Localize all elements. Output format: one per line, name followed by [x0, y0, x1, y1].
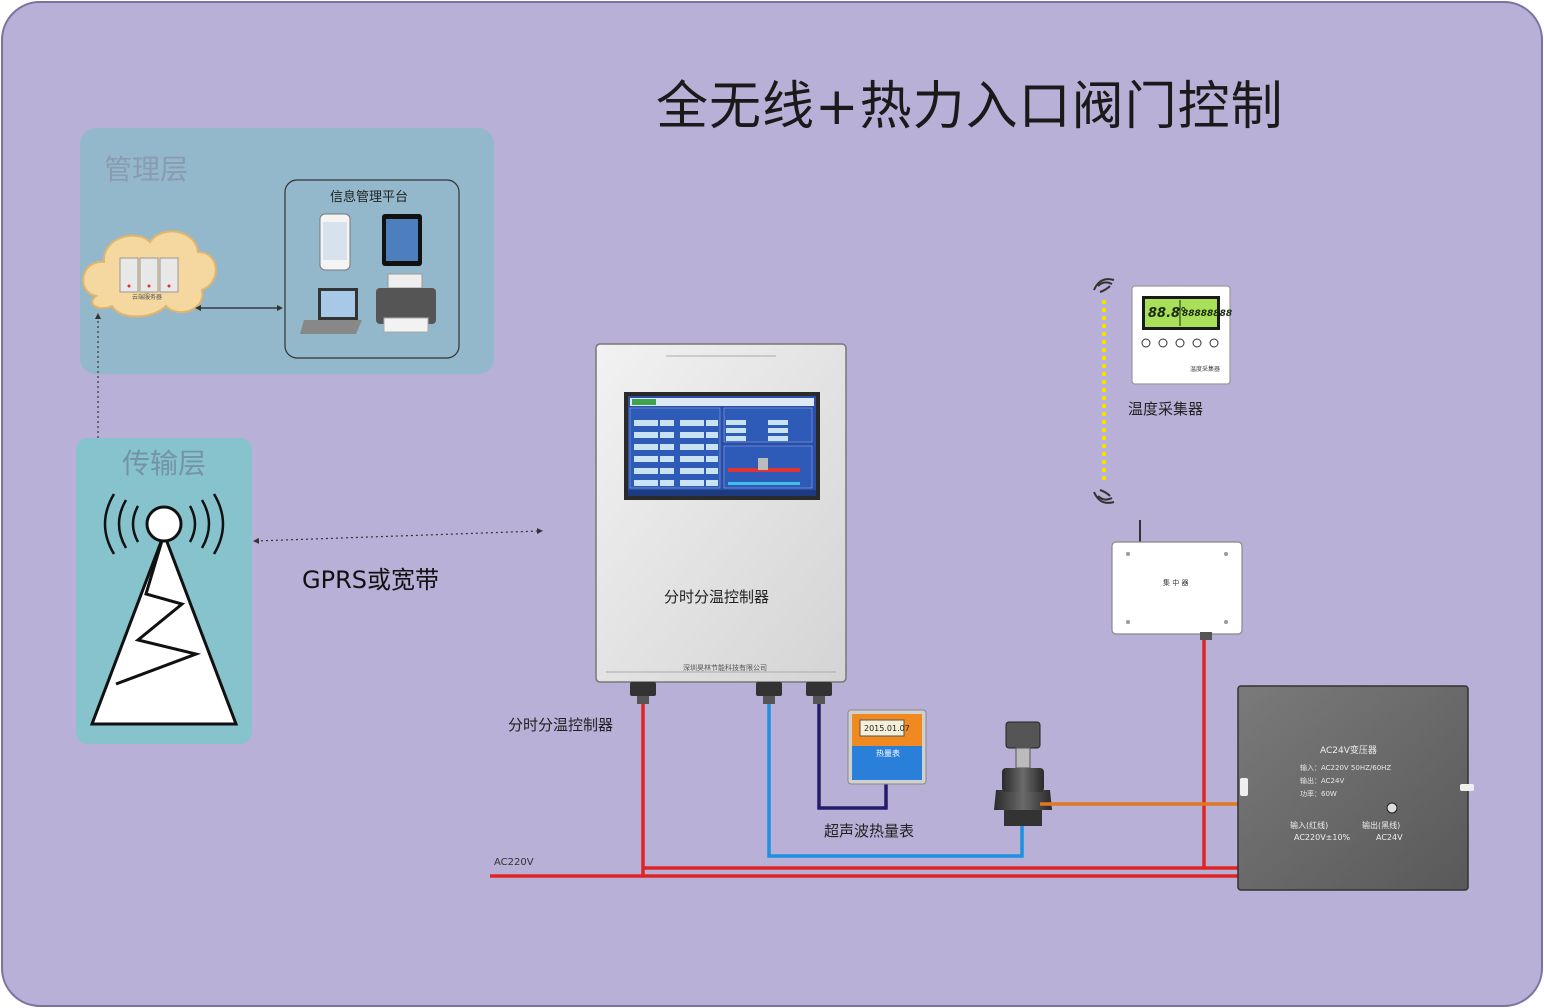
controller-meter-wire	[817, 704, 888, 810]
sensor-lcd-temperature: 88.8°	[1148, 306, 1187, 321]
tablet-icon	[382, 214, 422, 266]
server-rack-icon	[119, 257, 179, 293]
controller-center-label: 分时分温控制器	[664, 588, 770, 606]
heat-meter-label: 超声波热量表	[824, 822, 915, 840]
heat-meter-device	[847, 709, 927, 785]
transformer-input-value: AC220V±10%	[1294, 833, 1351, 842]
smartphone-icon	[319, 213, 351, 271]
wireless-signal-bottom-icon	[1093, 489, 1115, 504]
transformer-output-value: AC24V	[1376, 833, 1403, 842]
temperature-sensor-device	[1131, 285, 1231, 385]
sensor-device-label: 温度采集器	[1190, 366, 1221, 373]
motorized-valve	[994, 721, 1052, 826]
cloud-server-label: 云端服务器	[132, 294, 163, 301]
printer-icon	[376, 273, 436, 333]
transformer-spec-input: 输入：AC220V 50HZ/60HZ	[1300, 764, 1392, 772]
power-line-label: AC220V	[494, 857, 534, 868]
tower-icon	[89, 493, 239, 726]
laptop-icon	[300, 288, 362, 334]
platform-frame	[284, 179, 460, 359]
concentrator-label: 集 中 器	[1163, 579, 1189, 587]
gprs-link	[253, 528, 543, 544]
controller-cable-glands	[630, 682, 832, 704]
temperature-sensor-label: 温度采集器	[1128, 400, 1204, 418]
controller-company-label: 深圳昊林节能科技有限公司	[683, 664, 767, 672]
controller-touchscreen	[624, 392, 820, 500]
heat-meter-display: 2015.01.07	[864, 724, 910, 733]
controller-outer-label: 分时分温控制器	[508, 716, 614, 734]
controller-valve-signal-wire	[767, 704, 1024, 858]
transformer-spec-power: 功率：60W	[1300, 790, 1337, 798]
transformer-spec-output: 输出：AC24V	[1300, 777, 1345, 785]
platform-label: 信息管理平台	[330, 190, 409, 205]
transformer-input-label: 输入(红线)	[1290, 821, 1329, 830]
sensor-lcd-digits: 88888888	[1182, 309, 1233, 319]
transformer-title: AC24V变压器	[1320, 746, 1377, 756]
transformer-output-label: 输出(黑线)	[1362, 821, 1401, 830]
concentrator-device	[1111, 520, 1243, 640]
heat-meter-panel-title: 热量表	[876, 749, 900, 758]
gprs-link-label: GPRS或宽带	[302, 566, 439, 594]
transport-layer-label: 传输层	[122, 447, 207, 480]
management-layer-label: 管理层	[104, 153, 189, 186]
wireless-signal-top-icon	[1093, 278, 1115, 293]
diagram-title: 全无线+热力入口阀门控制	[656, 77, 1284, 137]
transformer-device	[1237, 685, 1474, 891]
